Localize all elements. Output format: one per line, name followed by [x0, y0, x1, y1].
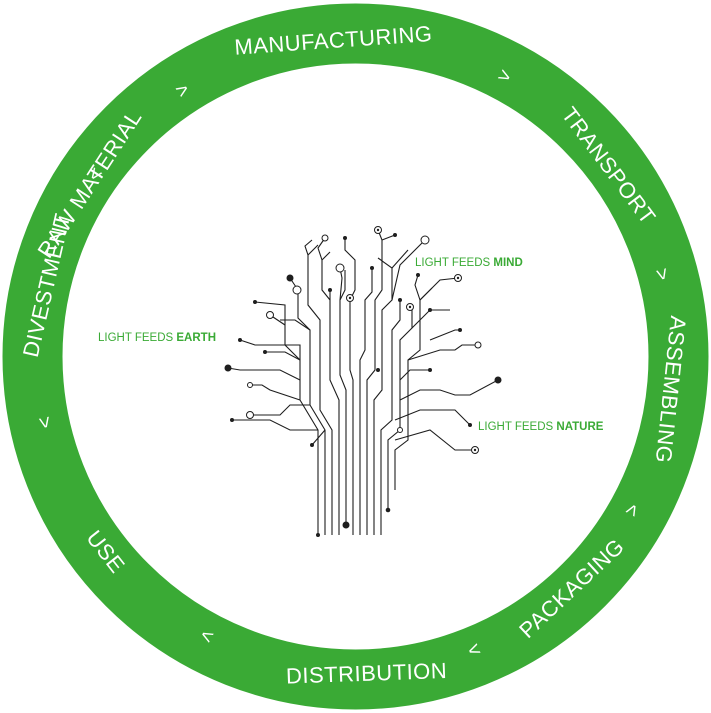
label-light-feeds-mind: LIGHT FEEDS MIND [415, 257, 523, 269]
arrow-icon: < [33, 414, 57, 430]
arrow-icon: > [650, 266, 674, 283]
label-light-feeds-earth: LIGHT FEEDS EARTH [98, 332, 216, 344]
label-light-feeds-nature: LIGHT FEEDS NATURE [478, 421, 604, 433]
stage-distribution: DISTRIBUTION [286, 658, 448, 689]
lifecycle-ring [2, 3, 709, 710]
circuit-tree-icon [224, 226, 502, 537]
